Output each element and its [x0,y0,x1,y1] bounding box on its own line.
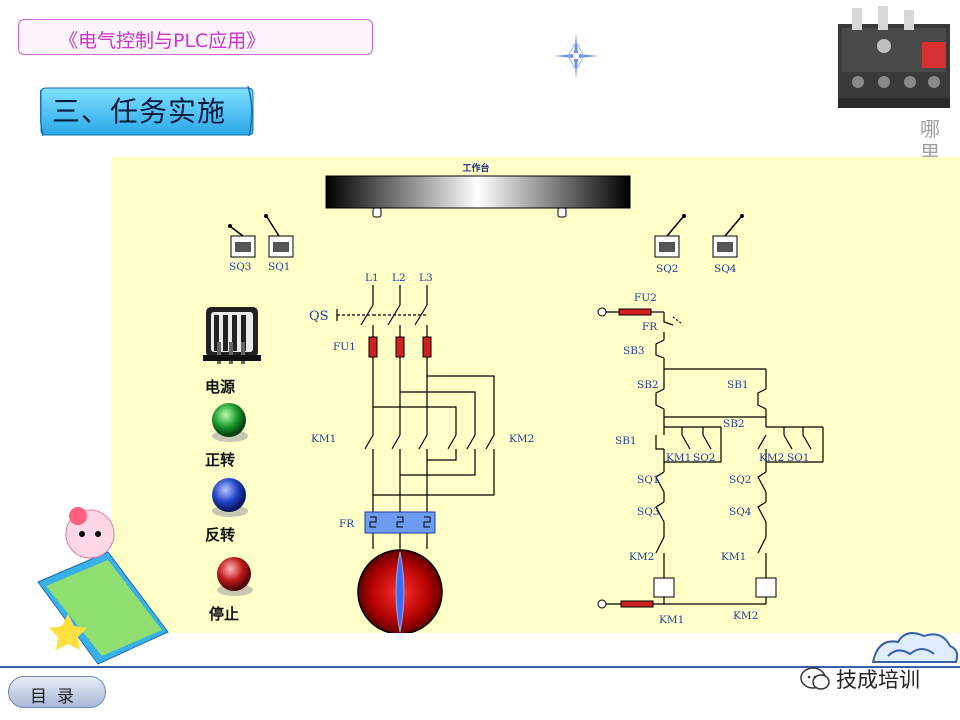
reverse-label: 反转 [205,526,236,544]
km1-interlock-label: KM1 [721,551,746,563]
limit-switch-sq2[interactable] [654,214,686,258]
l2-label: L2 [392,272,406,284]
coil-km1 [653,577,675,598]
fr-main-label: FR [339,518,355,530]
menu-button-label: 目录 [30,687,84,707]
fu2-label: FU2 [634,292,657,304]
watermark-text: 技成培训 [836,668,920,692]
sq1-left-label: SQ1 [637,474,659,486]
sq2-label: SQ2 [656,263,678,275]
qs-label: QS [309,309,329,324]
km1-aux-label: KM1 [666,452,691,464]
limit-switch-sq3[interactable] [228,224,256,258]
sq3-label: SQ3 [229,261,251,273]
reverse-lamp[interactable] [212,478,246,512]
workbench-stop-left [372,207,382,218]
terminal-bottom [597,599,607,609]
km1-coil-label: KM1 [659,614,684,626]
km2-coil-label: KM2 [733,610,758,622]
workbench-label: 工作台 [462,162,489,174]
sq3-left-label: SQ3 [637,506,659,518]
sq1-aux-label: SQ1 [787,452,809,464]
fuse-fu1-l1 [368,336,378,358]
fuse-fu1-l3 [422,336,432,358]
l3-label: L3 [419,272,433,284]
forward-lamp[interactable] [212,403,246,437]
sb1-left-label: SB1 [615,435,637,447]
stop-lamp[interactable] [217,557,251,591]
main-circuit [336,285,495,549]
sq2-aux-label: SQ2 [693,452,715,464]
terminal-top [597,307,607,317]
sb1-right-label: SB1 [727,379,749,391]
limit-switch-sq1[interactable] [264,214,294,258]
limit-switch-sq4[interactable] [712,214,744,258]
fu1-label: FU1 [333,341,356,353]
sb2-right-label: SB2 [723,418,745,430]
fr-ctl-label: FR [642,321,658,333]
footer-divider [0,666,960,668]
section-banner [40,85,254,137]
course-title: 《电气控制与PLC应用》 [59,30,266,52]
stop-label: 停止 [209,605,240,623]
workbench-stop-right [557,207,567,218]
fuse-fu1-l2 [395,336,405,358]
km2-main-label: KM2 [509,433,534,445]
chat-bubble-icon [800,667,830,690]
circuit-diagram: 工作台 SQ3 SQ1 SQ2 SQ4 [203,162,824,635]
workbench [325,175,631,209]
course-title-box: 《电气控制与PLC应用》 [18,19,373,55]
sq2-right-label: SQ2 [729,474,751,486]
control-circuit [602,311,824,605]
power-switch-icon[interactable] [203,307,261,364]
km2-interlock-label: KM2 [629,551,654,563]
fuse-bottom [620,600,654,608]
cloud-decoration [871,632,959,663]
coil-km2 [755,577,777,598]
sq4-right-label: SQ4 [729,506,752,518]
section-title: 三、任务实施 [52,95,227,128]
menu-button[interactable]: 目录 [8,676,106,708]
km1-main-label: KM1 [311,433,336,445]
thermal-relay-image [838,6,950,108]
fuse-fu2 [618,308,652,316]
diagram-panel: 工作台 SQ3 SQ1 SQ2 SQ4 [111,157,960,635]
sq4-label: SQ4 [714,263,737,275]
cartoon-book-decoration [37,507,169,665]
sb3-label: SB3 [623,345,645,357]
l1-label: L1 [365,272,379,284]
sq1-label: SQ1 [268,261,290,273]
forward-label: 正转 [205,451,236,469]
km2-aux-label: KM2 [759,452,784,464]
sb2-left-label: SB2 [637,379,659,391]
power-label: 电源 [205,378,236,396]
sparkle-icon [554,34,598,78]
